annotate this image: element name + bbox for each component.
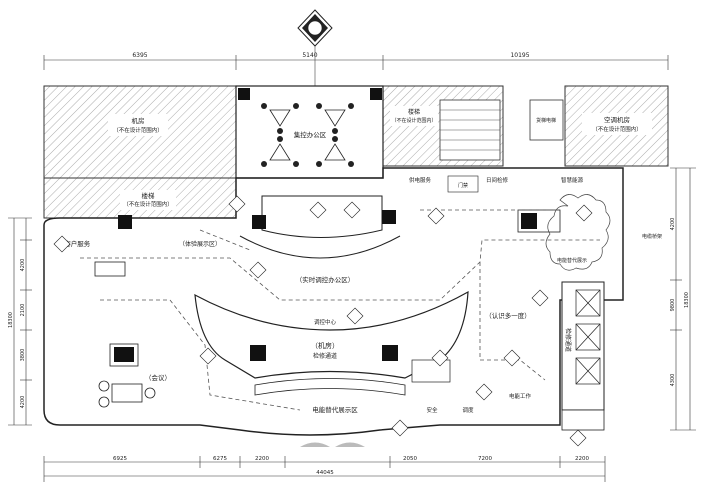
label-bg-3 — [582, 113, 652, 135]
bottom-dim-3: 2200 — [255, 456, 269, 462]
center-column-1 — [250, 345, 266, 361]
view-markers — [53, 195, 593, 447]
display-1 — [94, 261, 126, 277]
room-ac-note: （不在设计范围内） — [592, 125, 642, 133]
top-dim-2: 5140 — [302, 52, 317, 59]
north-marker — [297, 9, 333, 88]
pipe-note: 电缆桥架 — [642, 233, 662, 240]
left-dimensions — [8, 217, 32, 426]
top-right-mini — [447, 175, 479, 193]
top-dim-3: 10195 — [510, 52, 529, 59]
chairs — [261, 103, 354, 167]
bottom-dim-total: 44045 — [316, 470, 334, 476]
experience-label: （体验展示区） — [179, 240, 221, 248]
left-dim-1: 4200 — [20, 259, 26, 272]
room-ac-label: 空调机房 — [604, 115, 630, 124]
multi-screen-label: （认识多一度） — [485, 311, 531, 320]
label-bg-4 — [390, 106, 438, 126]
column-1 — [238, 88, 250, 100]
office-label: 集控办公区 — [294, 130, 327, 139]
left-dim-total: 18300 — [8, 312, 14, 328]
label-bg-1 — [108, 114, 168, 136]
right-dim-1: 4200 — [670, 218, 676, 231]
room-stair-label: 楼梯 — [142, 191, 156, 200]
bottom-dim-6: 2200 — [575, 456, 589, 462]
bottom-right-shelf — [411, 359, 451, 383]
stair-treads — [440, 109, 500, 151]
room-stair-note: （不在设计范围内） — [123, 200, 173, 208]
label-bg-2 — [120, 190, 176, 210]
room-upper-stair-note: （不在设计范围内） — [391, 117, 436, 124]
office-room — [235, 85, 384, 179]
bottom-dim-5: 7200 — [478, 456, 492, 462]
small-room — [561, 409, 605, 431]
center-column-2 — [382, 345, 398, 361]
left-dim-4: 4200 — [20, 396, 26, 409]
bottom-dimensions — [43, 456, 606, 482]
bottom-dim-2: 6275 — [213, 456, 227, 462]
maintenance-label: 检修通道 — [564, 328, 572, 352]
top-dimensions — [43, 55, 669, 70]
top-right-inner — [521, 213, 537, 229]
customer-service-label: 大客户服务 — [58, 239, 91, 248]
column-2 — [370, 88, 382, 100]
meeting-label: （会议） — [145, 373, 171, 382]
room-machine-note: （不在设计范围内） — [113, 126, 163, 134]
room-machine-label: 机房 — [132, 116, 145, 125]
left-dim-2: 2100 — [20, 304, 26, 317]
lower-counter — [254, 378, 406, 396]
electric-car-label: 电能替代展示区 — [312, 405, 358, 414]
reception-desk — [261, 195, 383, 238]
main-floor-outline — [43, 167, 624, 436]
column-3 — [252, 215, 266, 229]
workstations — [269, 109, 346, 161]
bottom-dim-1: 6925 — [113, 456, 127, 462]
center-top-label: 调控中心 — [314, 318, 337, 326]
bottom-right-label-b: 调度 — [462, 406, 474, 414]
elevator-label: 货梯电梯 — [536, 117, 556, 124]
elevator-box — [529, 99, 564, 141]
realtime-office-label: （实时调控办公区） — [296, 275, 355, 284]
top-dim-1: 6395 — [132, 52, 147, 59]
column-4 — [382, 210, 396, 224]
door-right — [335, 442, 365, 447]
bottom-dim-4: 2050 — [403, 456, 417, 462]
bottom-right-label-c: 电能工作 — [509, 392, 532, 400]
tv-left-screen — [114, 347, 134, 362]
realtime-desk — [239, 235, 401, 259]
equipment-boxes — [575, 289, 601, 385]
revision-cloud — [545, 194, 611, 271]
door-left — [300, 442, 330, 447]
right-dim-total: 18300 — [684, 292, 690, 308]
right-dim-2: 9800 — [670, 299, 676, 312]
top-right-label-a: 供电服务 — [409, 176, 432, 184]
meeting-furniture — [98, 380, 156, 408]
center-main-label: （机房） — [311, 341, 339, 350]
top-right-label-c: 日间检修 — [486, 176, 509, 184]
room-upper-stair-label: 楼梯 — [408, 108, 420, 116]
left-dim-3: 3800 — [20, 349, 26, 362]
bottom-right-label-a: 安全 — [426, 406, 438, 414]
right-note: 电能替代展示 — [557, 257, 587, 264]
right-dimensions — [670, 167, 696, 431]
column-5 — [118, 215, 132, 229]
right-dim-3: 4300 — [670, 374, 676, 387]
top-right-label-b: 门禁 — [458, 182, 468, 189]
center-sub-label: 检修通道 — [313, 352, 337, 360]
top-right-label-d: 智慧能源 — [561, 176, 584, 184]
